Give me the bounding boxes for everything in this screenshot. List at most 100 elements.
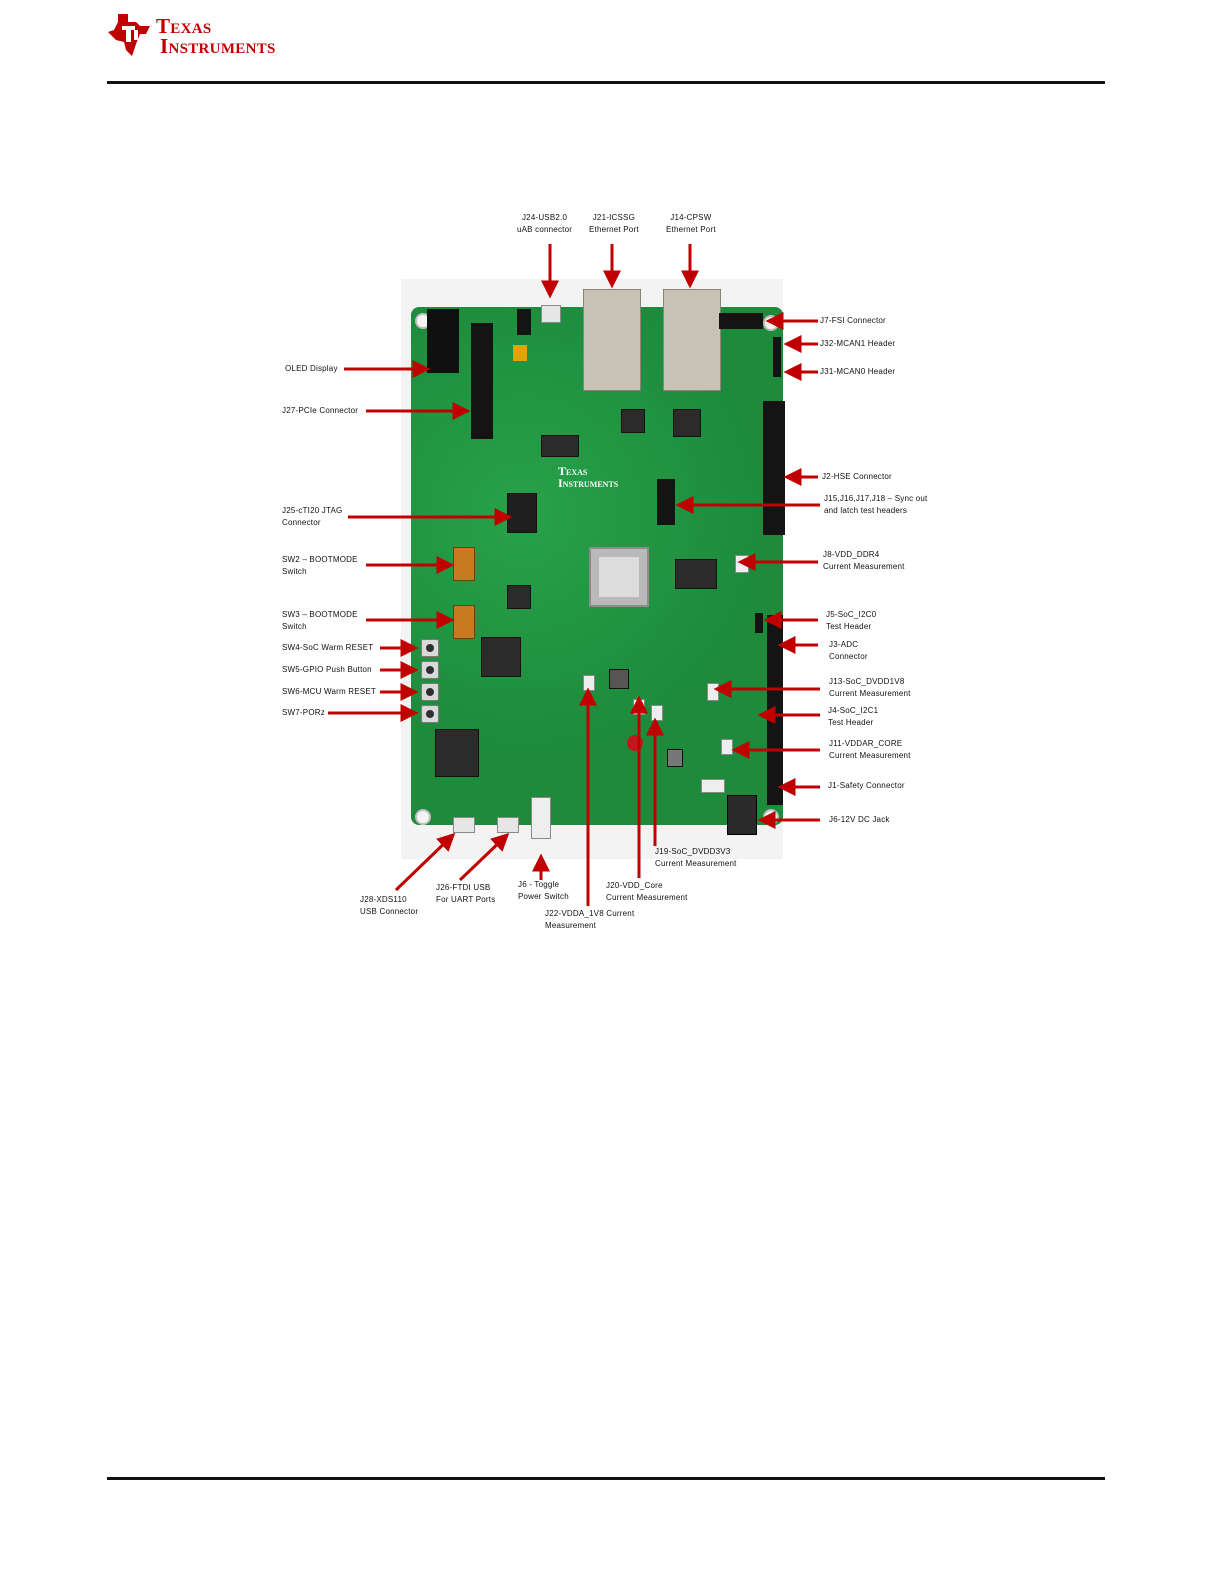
label-j2-line-1: J2-HSE Connector (822, 472, 892, 481)
label-j13-line-1: J13-SoC_DVDD1V8 (829, 677, 905, 686)
footer-rule (107, 1477, 1105, 1480)
label-sw2: SW2 – BOOTMODE Switch (282, 554, 358, 578)
label-j24: J24-USB2.0 uAB connector (517, 212, 572, 236)
chip-5 (481, 637, 521, 677)
label-j15-line-1: J15,J16,J17,J18 – Sync out (824, 494, 928, 503)
label-j20: J20-VDD_Core Current Measurement (606, 880, 688, 904)
label-j24-line-2: uAB connector (517, 225, 573, 234)
label-j27: J27-PCIe Connector (282, 405, 358, 417)
label-j7-line-1: J7-FSI Connector (820, 316, 886, 325)
label-j13: J13-SoC_DVDD1V8 Current Measurement (829, 676, 911, 700)
label-sw3: SW3 – BOOTMODE Switch (282, 609, 358, 633)
label-j5-line-2: Test Header (826, 622, 872, 631)
label-j1: J1-Safety Connector (828, 780, 905, 792)
label-j6t: J6 - Toggle Power Switch (518, 879, 569, 903)
label-j14-line-2: Ethernet Port (666, 225, 716, 234)
label-sw4-line-1: SW4-SoC Warm RESET (282, 643, 374, 652)
label-j28-line-2: USB Connector (360, 907, 419, 916)
label-j21-line-2: Ethernet Port (589, 225, 639, 234)
mcan-headers (773, 337, 781, 377)
label-oled: OLED Display (285, 363, 338, 375)
label-j19-line-1: J19-SoC_DVDD3V3 (655, 847, 731, 856)
label-j22-line-1: J22-VDDA_1V8 Current (545, 909, 635, 918)
chip-1 (621, 409, 645, 433)
label-j4-line-2: Test Header (828, 718, 874, 727)
label-j8-line-2: Current Measurement (823, 562, 905, 571)
label-j11-line-1: J11-VDDAR_CORE (829, 739, 903, 748)
pcie-connector (471, 323, 493, 439)
label-j24-line-1: J24-USB2.0 (521, 213, 568, 222)
ddr4-memory (675, 559, 717, 589)
board-logo-line-1: Texas (558, 464, 588, 478)
label-sw5: SW5-GPIO Push Button (282, 664, 372, 676)
label-j19-line-2: Current Measurement (655, 859, 737, 868)
chip-3 (541, 435, 579, 457)
mount-hole-br (763, 809, 779, 825)
sw5-button (421, 661, 439, 679)
label-j26-line-2: For UART Ports (436, 895, 496, 904)
adc-connector (767, 615, 783, 805)
label-j3: J3-ADC Connector (829, 639, 868, 663)
label-j31-line-1: J31-MCAN0 Header (820, 367, 896, 376)
label-j4: J4-SoC_I2C1 Test Header (828, 705, 878, 729)
label-j32-line-1: J32-MCAN1 Header (820, 339, 896, 348)
label-j25-line-1: J25-cTI20 JTAG (282, 506, 343, 515)
icssg-ethernet-port (583, 289, 641, 391)
label-j28: J28-XDS110 USB Connector (360, 894, 418, 918)
ftdi-usb-connector (497, 817, 519, 833)
cpsw-ethernet-port (663, 289, 721, 391)
label-j5-line-1: J5-SoC_I2C0 (826, 610, 877, 619)
label-sw7: SW7-PORz (282, 707, 325, 719)
mount-hole-tr (763, 315, 779, 331)
label-j22: J22-VDDA_1V8 Current Measurement (545, 908, 634, 932)
label-j5: J5-SoC_I2C0 Test Header (826, 609, 876, 633)
label-j6-line-1: J6-12V DC Jack (829, 815, 890, 824)
label-j31: J31-MCAN0 Header (820, 366, 895, 378)
sw7-button (421, 705, 439, 723)
i2c0-test-header (755, 613, 763, 633)
label-sw3-line-1: SW3 – BOOTMODE (282, 610, 358, 619)
label-j7: J7-FSI Connector (820, 315, 886, 327)
label-j14-line-1: J14-CPSW (670, 213, 712, 222)
label-j28-line-1: J28-XDS110 (360, 895, 407, 904)
yellow-capacitor (513, 345, 527, 361)
ti-wordmark: Texas Instruments (156, 14, 276, 57)
board-logo-line-2: Instruments (558, 476, 619, 490)
bootmode-switch-sw2 (453, 547, 475, 581)
red-capacitor (627, 735, 643, 751)
label-j13-line-2: Current Measurement (829, 689, 911, 698)
label-j2: J2-HSE Connector (822, 471, 892, 483)
bootmode-switch-sw3 (453, 605, 475, 639)
board-ti-logo: Texas Instruments (558, 465, 618, 489)
xds110-usb-connector (453, 817, 475, 833)
label-sw2-line-1: SW2 – BOOTMODE (282, 555, 358, 564)
label-j21: J21-ICSSG Ethernet Port (589, 212, 639, 236)
jtag-connector (507, 493, 537, 533)
toggle-power-switch (531, 797, 551, 839)
logo-line-1: Texas (156, 14, 212, 38)
fsi-connector (719, 313, 763, 329)
ddr4-current-header (735, 555, 749, 573)
usb2-connector (541, 305, 561, 323)
label-sw5-line-1: SW5-GPIO Push Button (282, 665, 372, 674)
label-j6t-line-1: J6 - Toggle (518, 880, 560, 889)
label-j32: J32-MCAN1 Header (820, 338, 895, 350)
sw4-button (421, 639, 439, 657)
vdd-core-header (633, 699, 645, 715)
label-j20-line-2: Current Measurement (606, 893, 688, 902)
sync-latch-headers (657, 479, 675, 525)
label-j3-line-2: Connector (829, 652, 868, 661)
label-j15-line-2: and latch test headers (824, 506, 908, 515)
vddar-core-header (721, 739, 733, 755)
hse-connector (763, 401, 785, 535)
label-j22-line-2: Measurement (545, 921, 597, 930)
label-sw4: SW4-SoC Warm RESET (282, 642, 373, 654)
am64x-soc (589, 547, 649, 607)
label-j19: J19-SoC_DVDD3V3 Current Measurement (655, 846, 737, 870)
dvdd1v8-header (707, 683, 719, 701)
label-j15: J15,J16,J17,J18 – Sync out and latch tes… (824, 493, 928, 517)
label-j21-line-1: J21-ICSSG (592, 213, 635, 222)
ti-logo: Texas Instruments (106, 12, 306, 62)
label-j1-line-1: J1-Safety Connector (828, 781, 905, 790)
chip-6 (609, 669, 629, 689)
